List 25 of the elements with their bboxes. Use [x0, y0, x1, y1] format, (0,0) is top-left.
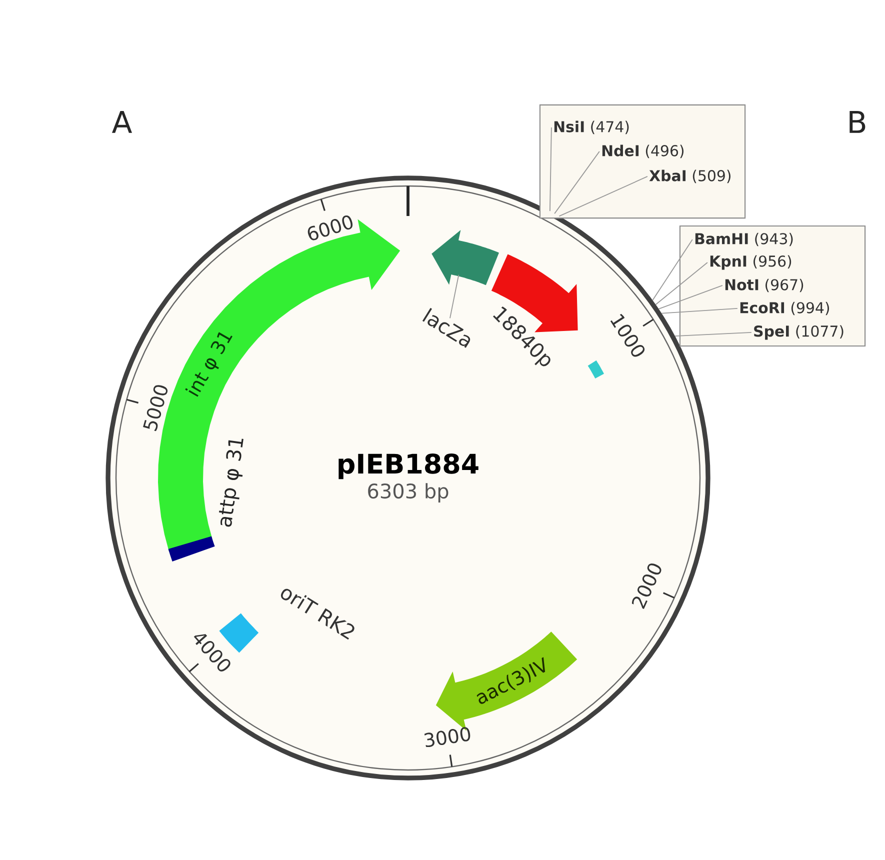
feature-bar	[168, 536, 215, 562]
leader-line	[549, 126, 552, 212]
feature-label: oriT RK2	[280, 588, 354, 640]
feature-box	[588, 360, 604, 378]
leader-line	[658, 285, 723, 310]
leader-line	[558, 176, 648, 217]
gene-block	[432, 230, 499, 286]
panel-letter: B	[850, 111, 866, 133]
leader-line	[655, 262, 708, 306]
enzyme-site-label: EcoRI (994)	[740, 302, 829, 316]
enzyme-panel	[679, 225, 866, 347]
enzyme-panel	[539, 104, 746, 219]
leader-line	[674, 332, 752, 337]
enzyme-site-label: NotI (967)	[725, 278, 804, 292]
enzyme-site-label: SpeI (1077)	[754, 325, 844, 340]
panel-letter: A	[112, 111, 132, 133]
feature-label: attp φ 31	[218, 438, 244, 527]
leader-line	[652, 239, 693, 301]
tick-label: 2000	[632, 564, 662, 610]
enzyme-site-label: NsiI (474)	[554, 120, 629, 134]
enzyme-site-label: NdeI (496)	[602, 144, 684, 158]
leader-line	[450, 274, 460, 319]
leader-line	[661, 308, 738, 314]
leader-line	[554, 150, 600, 214]
enzyme-site-label: KpnI (956)	[710, 255, 792, 270]
